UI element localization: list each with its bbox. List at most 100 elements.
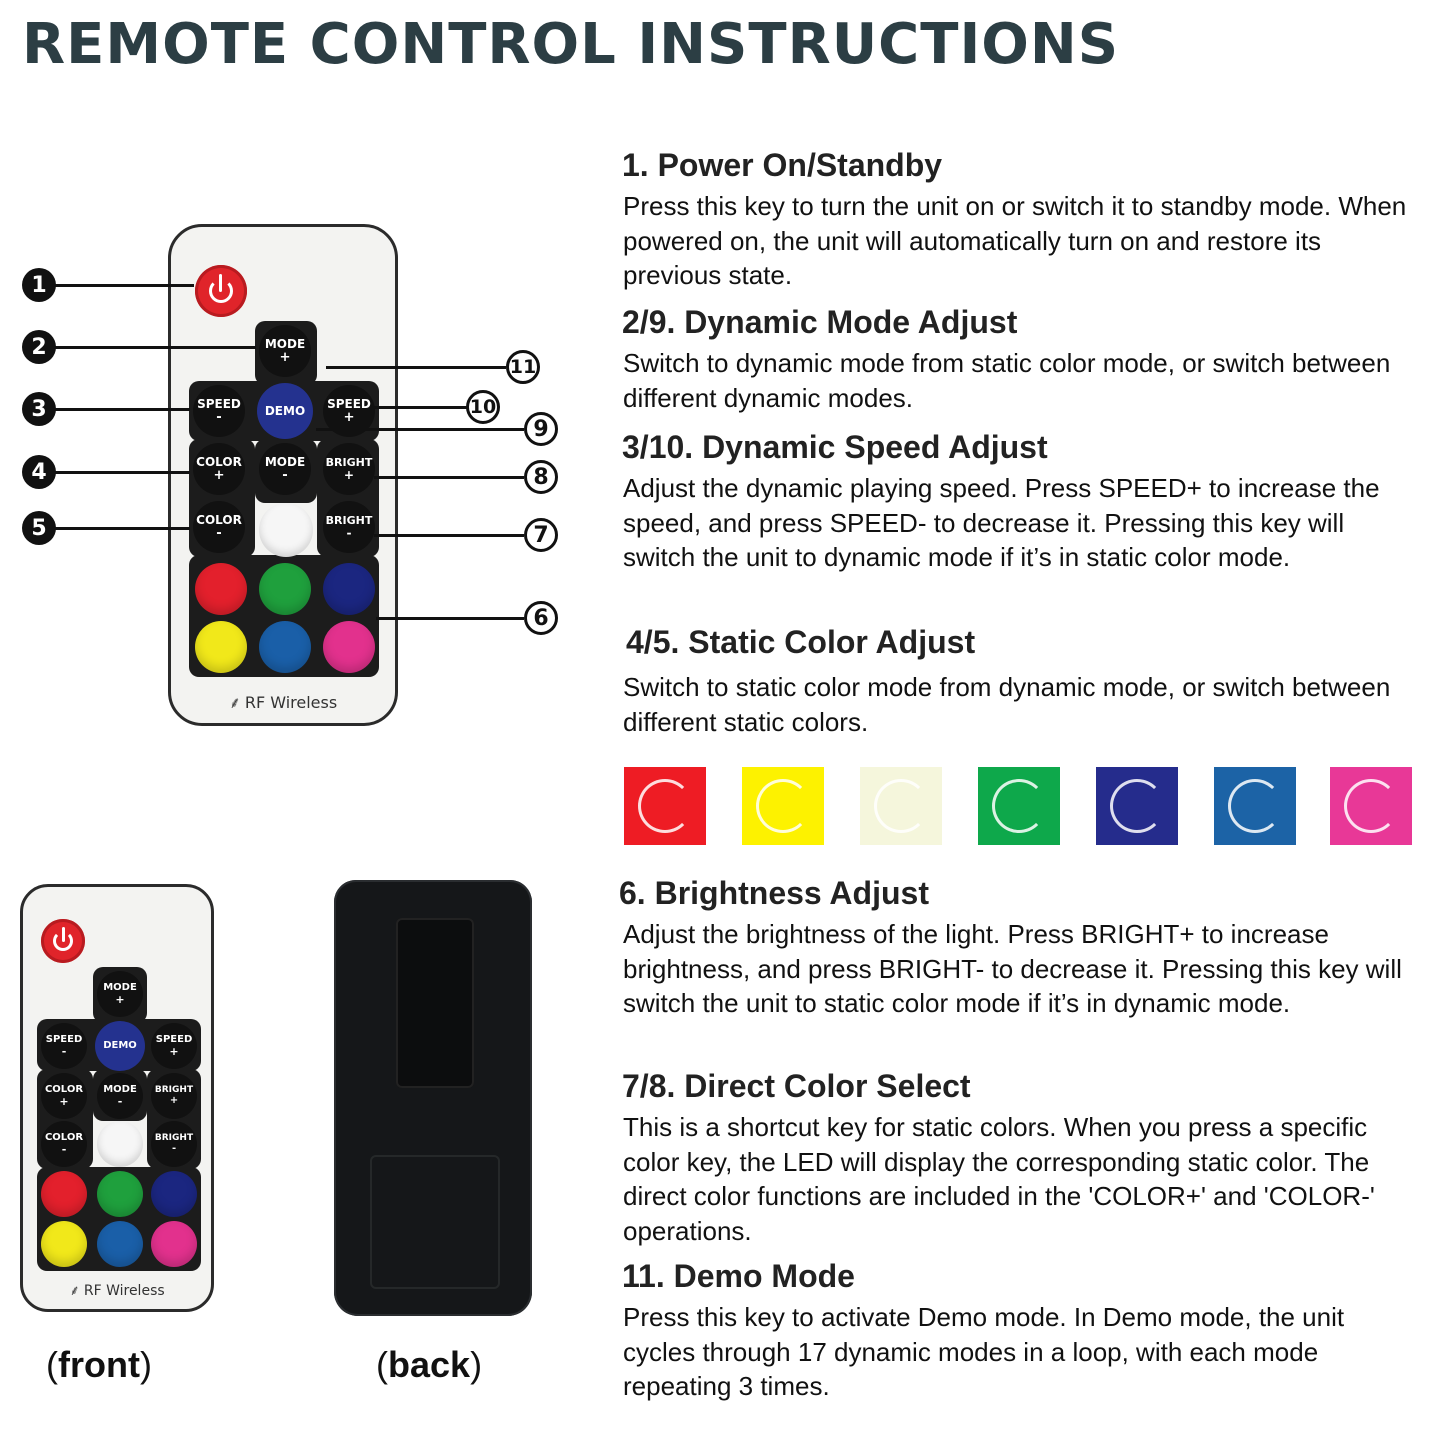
plus-label: + bbox=[279, 349, 291, 365]
callout-line-8 bbox=[374, 476, 524, 479]
red-swatch bbox=[624, 767, 706, 845]
callout-2: 2 bbox=[22, 330, 56, 364]
demo-button[interactable]: DEMO bbox=[257, 383, 313, 439]
white-color-button[interactable] bbox=[259, 503, 313, 557]
speed-plus-button[interactable]: SPEED+ bbox=[151, 1023, 197, 1069]
demo-button[interactable]: DEMO bbox=[95, 1021, 145, 1071]
callout-8: 8 bbox=[524, 460, 558, 494]
section-body: Press this key to activate Demo mode. In… bbox=[623, 1302, 1345, 1402]
minus-label: - bbox=[171, 1143, 177, 1155]
callout-line-7 bbox=[374, 534, 524, 537]
section-body: Adjust the dynamic playing speed. Press … bbox=[623, 473, 1380, 573]
speed-label: SPEED bbox=[327, 396, 371, 411]
green-color-button[interactable] bbox=[259, 563, 311, 615]
section-body: This is a shortcut key for static colors… bbox=[623, 1112, 1375, 1246]
callout-6: 6 bbox=[524, 601, 558, 635]
remote-front-large: MODE+ SPEED- DEMO SPEED+ COLOR+ MODE- BR… bbox=[168, 224, 398, 726]
section-demo-mode: 11. Demo Mode Press this key to activate… bbox=[622, 1258, 1422, 1404]
mode-label: MODE bbox=[103, 1084, 137, 1095]
speed-label: SPEED bbox=[45, 1034, 83, 1045]
callout-9: 9 bbox=[524, 412, 558, 446]
bright-label: BRIGHT bbox=[154, 1133, 194, 1144]
blue-color-button[interactable] bbox=[323, 563, 375, 615]
rf-text: RF Wireless bbox=[83, 1283, 165, 1299]
wifi-icon: ⸙ bbox=[228, 693, 241, 712]
back-caption: (back) bbox=[376, 1344, 483, 1385]
plus-label: + bbox=[115, 993, 125, 1006]
callout-line-4 bbox=[54, 471, 190, 474]
bright-plus-button[interactable]: BRIGHT+ bbox=[151, 1073, 197, 1119]
white-color-button[interactable] bbox=[97, 1121, 143, 1167]
mode-plus-button[interactable]: MODE+ bbox=[97, 971, 143, 1017]
color-label: COLOR bbox=[196, 454, 242, 469]
power-button[interactable] bbox=[41, 919, 85, 963]
mode-minus-button[interactable]: MODE- bbox=[97, 1073, 143, 1119]
bright-label: BRIGHT bbox=[325, 455, 373, 469]
color-minus-button[interactable]: COLOR- bbox=[41, 1121, 87, 1167]
section-static-color: 4/5. Static Color Adjust Switch to stati… bbox=[622, 624, 1422, 739]
color-label: COLOR bbox=[44, 1132, 84, 1143]
sky-blue-color-button[interactable] bbox=[97, 1221, 143, 1267]
yellow-swatch bbox=[742, 767, 824, 845]
callout-line-1 bbox=[54, 284, 194, 287]
section-body: Switch to dynamic mode from static color… bbox=[623, 348, 1391, 413]
plus-label: + bbox=[343, 409, 355, 425]
remote-front-small: MODE+ SPEED- DEMO SPEED+ COLOR+ MODE- BR… bbox=[20, 884, 214, 1312]
power-button[interactable] bbox=[195, 265, 247, 317]
speed-label: SPEED bbox=[155, 1034, 193, 1045]
blue-swatch bbox=[1096, 767, 1178, 845]
pink-color-button[interactable] bbox=[151, 1221, 197, 1267]
section-title: 2/9. Dynamic Mode Adjust bbox=[622, 304, 1018, 340]
speed-minus-button[interactable]: SPEED- bbox=[193, 385, 245, 437]
front-caption-text: front bbox=[58, 1344, 140, 1385]
battery-cover bbox=[396, 918, 474, 1088]
sky-blue-color-button[interactable] bbox=[259, 621, 311, 673]
bright-plus-button[interactable]: BRIGHT+ bbox=[323, 443, 375, 495]
mode-label: MODE bbox=[103, 982, 137, 993]
minus-label: - bbox=[282, 467, 288, 483]
rf-text: RF Wireless bbox=[244, 693, 338, 712]
callout-7: 7 bbox=[524, 518, 558, 552]
green-color-button[interactable] bbox=[97, 1171, 143, 1217]
plus-label: + bbox=[213, 467, 225, 483]
red-color-button[interactable] bbox=[195, 563, 247, 615]
callout-4: 4 bbox=[22, 455, 56, 489]
callout-line-5 bbox=[54, 527, 190, 530]
color-plus-button[interactable]: COLOR+ bbox=[41, 1073, 87, 1119]
callout-line-9 bbox=[316, 428, 524, 431]
red-color-button[interactable] bbox=[41, 1171, 87, 1217]
color-plus-button[interactable]: COLOR+ bbox=[193, 443, 245, 495]
mode-plus-button[interactable]: MODE+ bbox=[259, 325, 311, 377]
yellow-color-button[interactable] bbox=[195, 621, 247, 673]
bright-minus-button[interactable]: BRIGHT- bbox=[151, 1121, 197, 1167]
mode-minus-button[interactable]: MODE- bbox=[259, 443, 311, 495]
color-label: COLOR bbox=[196, 512, 242, 527]
callout-11: 11 bbox=[506, 350, 540, 384]
callout-line-2 bbox=[54, 346, 256, 349]
section-title: 6. Brightness Adjust bbox=[619, 875, 929, 911]
section-brightness: 6. Brightness Adjust Adjust the brightne… bbox=[619, 875, 1422, 1021]
front-caption: (front) bbox=[46, 1344, 152, 1385]
remote-back bbox=[334, 880, 532, 1316]
callout-line-11 bbox=[326, 366, 506, 369]
blue-color-button[interactable] bbox=[151, 1171, 197, 1217]
section-dynamic-speed: 3/10. Dynamic Speed Adjust Adjust the dy… bbox=[622, 429, 1422, 575]
speed-minus-button[interactable]: SPEED- bbox=[41, 1023, 87, 1069]
callout-10: 10 bbox=[466, 390, 500, 424]
section-direct-color: 7/8. Direct Color Select This is a short… bbox=[622, 1068, 1422, 1249]
green-swatch bbox=[978, 767, 1060, 845]
section-body: Adjust the brightness of the light. Pres… bbox=[623, 919, 1402, 1019]
minus-label: - bbox=[216, 409, 222, 425]
pink-swatch bbox=[1330, 767, 1412, 845]
minus-label: - bbox=[216, 525, 222, 541]
pink-color-button[interactable] bbox=[323, 621, 375, 673]
color-minus-button[interactable]: COLOR- bbox=[193, 501, 245, 553]
minus-label: - bbox=[117, 1095, 123, 1108]
yellow-color-button[interactable] bbox=[41, 1221, 87, 1267]
rf-wireless-label: ⸙RF Wireless bbox=[171, 691, 395, 713]
mode-label: MODE bbox=[264, 336, 306, 351]
section-title: 3/10. Dynamic Speed Adjust bbox=[622, 429, 1048, 465]
bright-label: BRIGHT bbox=[154, 1085, 194, 1096]
bright-minus-button[interactable]: BRIGHT- bbox=[323, 501, 375, 553]
plus-label: + bbox=[169, 1045, 179, 1058]
